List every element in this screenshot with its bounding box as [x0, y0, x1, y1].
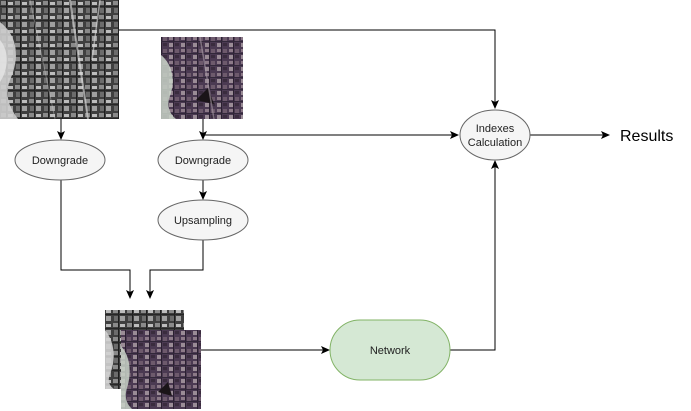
results-label: Results — [620, 128, 673, 145]
network-node: Network — [329, 319, 451, 381]
edge-downgrade-left-to-stack — [60, 180, 134, 299]
indexes-label-line1: Indexes — [476, 123, 515, 135]
panchromatic-image — [0, 0, 119, 120]
multispectral-image — [161, 36, 243, 120]
indexes-calculation-node: Indexes Calculation — [459, 109, 531, 161]
stacked-color-image — [121, 330, 201, 409]
downgrade-left-label: Downgrade — [32, 155, 88, 167]
downgrade-right-label: Downgrade — [175, 155, 231, 167]
downgrade-right-node: Downgrade — [157, 139, 249, 181]
upsampling-node: Upsampling — [157, 199, 249, 241]
network-label: Network — [370, 345, 411, 357]
stacked-input-images — [105, 310, 201, 409]
indexes-label-line2: Calculation — [468, 137, 522, 149]
edge-pan-to-indexes — [119, 29, 499, 109]
edge-upsampling-to-stack — [146, 240, 204, 299]
upsampling-label: Upsampling — [174, 215, 232, 227]
downgrade-left-node: Downgrade — [14, 139, 106, 181]
edge-network-to-indexes — [450, 160, 499, 351]
